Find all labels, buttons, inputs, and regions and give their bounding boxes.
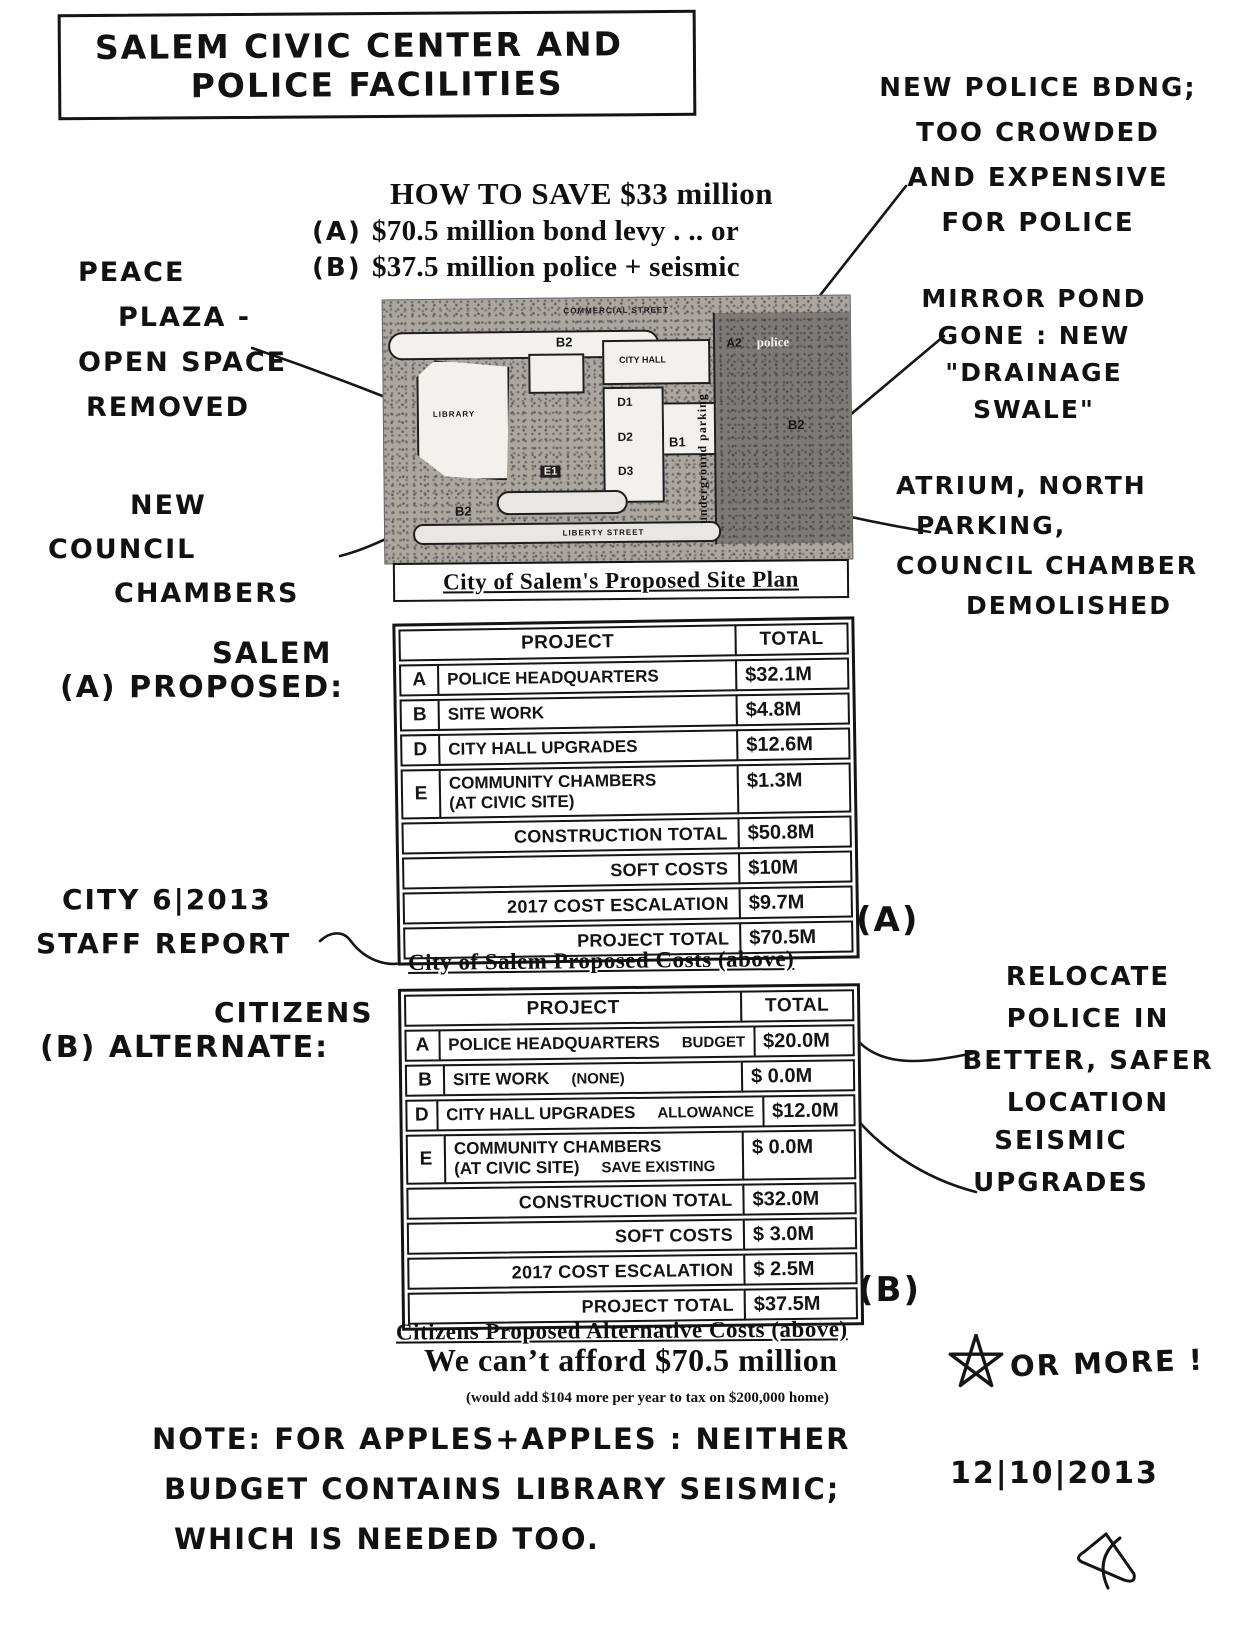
- annotation-new-police-bldg: NEW POLICE BDNG; TOO CROWDED AND EXPENSI…: [879, 73, 1197, 238]
- table-row: B SITE WORK(NONE) $ 0.0M: [404, 1059, 856, 1097]
- map-label-police: police: [756, 334, 790, 350]
- annotation-staff-report: CITY 6|2013 STAFF REPORT: [36, 883, 292, 960]
- annotation-seismic-upgrades: SEISMIC UPGRADES: [973, 1126, 1149, 1198]
- map-label-b1: B1: [668, 434, 686, 450]
- annotation-a-proposed: (A) PROPOSED:: [60, 670, 345, 705]
- summary-row: SOFT COSTS $10M: [402, 850, 853, 890]
- summary-row: CONSTRUCTION TOTAL $32.0M: [406, 1182, 857, 1220]
- headline-option-a: (A) $70.5 million bond levy . .. or: [312, 215, 872, 248]
- headline: HOW TO SAVE $33 million (A) $70.5 millio…: [312, 176, 872, 284]
- map-library-building: [416, 360, 511, 482]
- star-icon: [948, 1333, 1004, 1395]
- annotation-marker-a: (A): [856, 900, 920, 940]
- annotation-atrium-demolished: ATRIUM, NORTH PARKING, COUNCIL CHAMBER D…: [896, 471, 1198, 620]
- annotation-mirror-pond: MIRROR POND GONE : NEW "DRAINAGE SWALE": [921, 284, 1147, 424]
- map-label-a2: A2: [726, 336, 742, 351]
- table-b-header-total: TOTAL: [739, 989, 855, 1023]
- signature-mark: [1072, 1530, 1142, 1601]
- map-label-d3: D3: [617, 463, 634, 478]
- title-line-2: POLICE FACILITIES: [190, 63, 564, 106]
- option-a-text: $70.5 million bond levy . .. or: [372, 215, 739, 247]
- annotation-or-more: OR MORE !: [1009, 1342, 1205, 1384]
- table-a-header-project: PROJECT: [398, 624, 737, 662]
- summary-row: SOFT COSTS $ 3.0M: [406, 1217, 858, 1255]
- table-row: E COMMUNITY CHAMBERS (AT CIVIC SITE)SAVE…: [405, 1129, 857, 1185]
- headline-title: HOW TO SAVE $33 million: [390, 176, 774, 211]
- table-a-caption: City of Salem Proposed Costs (above): [407, 945, 795, 976]
- option-b-text: $37.5 million police + seismic: [372, 251, 740, 283]
- table-row: D CITY HALL UPGRADES $12.6M: [400, 727, 851, 767]
- site-plan-map: COMMERCIAL STREET B2 LIBRARY CITY HALL D…: [381, 294, 854, 565]
- map-d-wing-building: [603, 386, 665, 504]
- annotation-new-council-chambers: NEW COUNCIL CHAMBERS: [48, 490, 300, 609]
- map-label-e1: E1: [540, 465, 561, 478]
- map-label-commercial-street: COMMERCIAL STREET: [563, 305, 670, 316]
- title-box: SALEM CIVIC CENTER AND POLICE FACILITIES: [57, 9, 697, 121]
- annotation-relocate-police: RELOCATE POLICE IN BETTER, SAFER LOCATIO…: [962, 962, 1214, 1118]
- annotation-salem: SALEM: [212, 636, 333, 670]
- option-b-marker: (B): [312, 253, 362, 283]
- annotation-b-alternate: (B) ALTERNATE:: [40, 1030, 330, 1065]
- site-plan-caption: City of Salem's Proposed Site Plan: [392, 559, 850, 602]
- cant-afford-statement: We can’t afford $70.5 million: [424, 1342, 838, 1378]
- title-line-1: SALEM CIVIC CENTER AND: [94, 24, 624, 67]
- table-a-header-row: PROJECT TOTAL: [398, 622, 849, 662]
- summary-row: 2017 COST ESCALATION $ 2.5M: [407, 1252, 858, 1290]
- headline-option-b: (B) $37.5 million police + seismic: [312, 251, 872, 284]
- table-b-header-project: PROJECT: [404, 990, 743, 1027]
- map-pond-shape: [496, 489, 628, 515]
- salem-proposed-cost-table: PROJECT TOTAL A POLICE HEADQUARTERS $32.…: [392, 616, 860, 966]
- map-label-d1: D1: [617, 395, 633, 410]
- annotation-bottom-note: NOTE: FOR APPLES+APPLES : NEITHER BUDGET…: [152, 1422, 851, 1556]
- site-plan-canvas: COMMERCIAL STREET B2 LIBRARY CITY HALL D…: [381, 294, 854, 565]
- summary-row: 2017 COST ESCALATION $9.7M: [402, 885, 854, 925]
- table-row: A POLICE HEADQUARTERS $32.1M: [398, 657, 850, 697]
- map-label-liberty-street: LIBERTY STREET: [562, 527, 645, 538]
- summary-row: CONSTRUCTION TOTAL $50.8M: [401, 815, 852, 855]
- annotation-date: 12|10|2013: [950, 1456, 1159, 1491]
- table-row: E COMMUNITY CHAMBERS (AT CIVIC SITE) $1.…: [400, 762, 852, 820]
- map-small-building: [527, 353, 585, 394]
- table-b-header-row: PROJECT TOTAL: [404, 989, 855, 1027]
- table-row: B SITE WORK $4.8M: [399, 692, 850, 732]
- table-a-header-total: TOTAL: [734, 622, 849, 657]
- map-label-underground-parking: underground parking: [694, 392, 710, 524]
- annotation-marker-b: (B): [858, 1270, 921, 1310]
- map-label-library: LIBRARY: [432, 409, 476, 420]
- map-label-b2-right: B2: [787, 416, 805, 433]
- map-label-d2: D2: [617, 429, 633, 444]
- option-a-marker: (A): [312, 217, 362, 247]
- annotation-peace-plaza: PEACE PLAZA - OPEN SPACE REMOVED: [78, 257, 288, 423]
- tax-note: (would add $104 more per year to tax on …: [466, 1390, 829, 1406]
- map-label-city-hall: CITY HALL: [619, 354, 666, 365]
- map-label-b2-left: B2: [454, 503, 472, 519]
- map-label-b2-top: B2: [555, 333, 573, 350]
- annotation-citizens: CITIZENS: [214, 996, 374, 1029]
